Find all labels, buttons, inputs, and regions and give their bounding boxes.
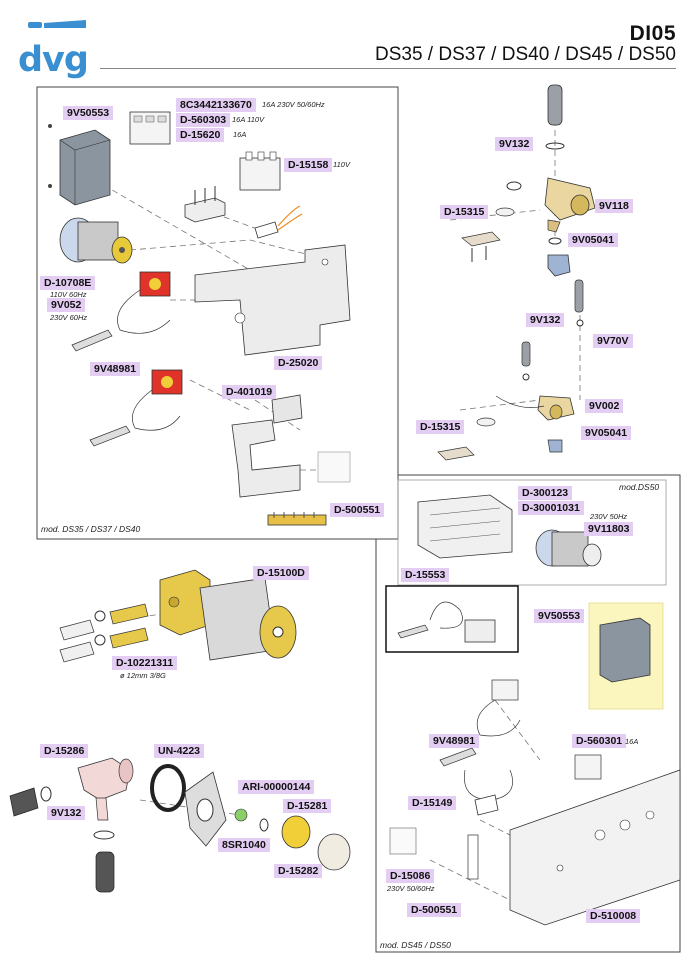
caption-ds50-box: mod.DS50 [619,482,660,492]
part-tag-d15286[interactable]: D-15286 [40,744,89,758]
part-tag-d510008[interactable]: D-510008 [586,909,641,923]
panel-part [509,769,681,926]
part-tag-un4223[interactable]: UN-4223 [154,744,205,758]
model-code: DI05 [629,22,676,45]
part-tag-d30001031[interactable]: D-30001031 [518,501,584,515]
brand-logo: dvg [14,14,96,84]
part-tag-d25020[interactable]: D-25020 [274,356,323,370]
note-d10221311: ø 12mm 3/8G [120,671,166,680]
note-9v052: 230V 60Hz [50,313,88,322]
solenoid-valve-part-1 [495,84,596,277]
note-8c3442133670: 16A 230V 50/60Hz [262,100,325,109]
part-tag-d10708e[interactable]: D-10708E [40,276,96,290]
relay-part-2 [574,754,602,780]
part-tag-8sr1040[interactable]: 8SR1040 [218,838,270,852]
part-tag-d15282[interactable]: D-15282 [274,864,323,878]
timer-part [417,494,513,559]
frame-ds50 [397,479,667,586]
part-tag-d15100d[interactable]: D-15100D [253,566,309,580]
part-tag-d15086[interactable]: D-15086 [386,869,435,883]
part-tag-9v50553-b[interactable]: 9V50553 [534,609,585,623]
part-tag-d15553[interactable]: D-15553 [401,568,450,582]
dvg-logo-icon [28,20,86,28]
solenoid-valve-part-2 [476,279,584,453]
part-tag-d560303[interactable]: D-560303 [176,113,231,127]
timer-motor-part [535,529,602,567]
pump-motor-part [59,217,133,264]
capacitor-part [254,205,303,239]
note-d15158: 110V [333,160,350,169]
note-9v11803: 230V 50Hz [590,512,628,521]
brand-text: dvg [18,40,89,80]
note-d10708e: 110V 60Hz [50,290,87,299]
capillary-thermostat-part [397,601,496,643]
part-tag-d300123[interactable]: D-300123 [518,486,573,500]
note-d15620: 16A [233,130,247,139]
part-tag-9v48981[interactable]: 9V48981 [90,362,141,376]
contactor-part [239,151,281,191]
part-tag-9v70v[interactable]: 9V70V [593,334,633,348]
part-tag-d15620[interactable]: D-15620 [176,128,225,142]
part-tag-9v118[interactable]: 9V118 [595,199,633,213]
thermostat-part-2 [89,369,183,447]
note-d15086: 230V 50/60Hz [387,884,435,893]
part-tag-9v11803[interactable]: 9V11803 [584,522,634,536]
part-tag-d15149[interactable]: D-15149 [408,796,457,810]
part-tag-d401019[interactable]: D-401019 [222,385,277,399]
part-tag-d560301[interactable]: D-560301 [572,734,627,748]
lower-bracket-part [231,419,301,498]
part-tag-9v002[interactable]: 9V002 [585,399,624,413]
relay-part [129,111,171,145]
steam-valve-part [9,757,351,893]
part-tag-d15315[interactable]: D-15315 [440,205,489,219]
terminal-strip-part [267,512,327,526]
part-tag-9v132-b[interactable]: 9V132 [526,313,565,327]
holder-part-2 [437,446,475,461]
caption-right-box: mod. DS45 / DS50 [380,940,451,950]
part-tag-9v48981-b[interactable]: 9V48981 [429,734,480,748]
terminal-block-part [184,186,226,223]
part-tag-d15281[interactable]: D-15281 [283,799,332,813]
terminal-strip-part-2 [389,827,479,880]
plate-part [271,394,303,424]
part-tag-d10221311[interactable]: D-10221311 [112,656,178,670]
caption-left-box: mod. DS35 / DS37 / DS40 [41,524,141,534]
note-d560301: 16A [625,737,639,746]
pcb-part-2 [599,617,651,683]
fittings-part [59,603,149,663]
header-divider [100,68,676,69]
capacitor-part-2 [474,794,499,816]
frame-ds45-ds50 [375,474,681,953]
part-tag-d500551[interactable]: D-500551 [330,503,385,517]
thermostat-part [71,271,171,352]
holder-part-1 [461,231,501,262]
part-tag-d500551-b[interactable]: D-500551 [407,903,462,917]
frame-ds35-ds40 [36,86,399,540]
part-tag-9v05041[interactable]: 9V05041 [568,233,619,247]
part-tag-d15315-b[interactable]: D-15315 [416,420,465,434]
part-tag-ari00000144[interactable]: ARI-00000144 [238,780,315,794]
pump-part [159,569,297,661]
part-tag-9v132[interactable]: 9V132 [495,137,534,151]
pcb-part [48,124,111,206]
model-list: DS35 / DS37 / DS40 / DS45 / DS50 [375,44,676,65]
frame-d15553 [385,585,519,653]
part-tag-9v50553[interactable]: 9V50553 [63,106,114,120]
note-d560303: 16A 110V [232,115,265,124]
part-tag-9v132-c[interactable]: 9V132 [47,806,86,820]
part-tag-9v052[interactable]: 9V052 [47,298,86,312]
part-tag-9v05041-b[interactable]: 9V05041 [581,426,632,440]
part-tag-d15158[interactable]: D-15158 [284,158,333,172]
mounting-plate-part [194,244,351,356]
part-tag-8c3442133670[interactable]: 8C3442133670 [176,98,256,112]
small-contactor-part [317,451,351,483]
